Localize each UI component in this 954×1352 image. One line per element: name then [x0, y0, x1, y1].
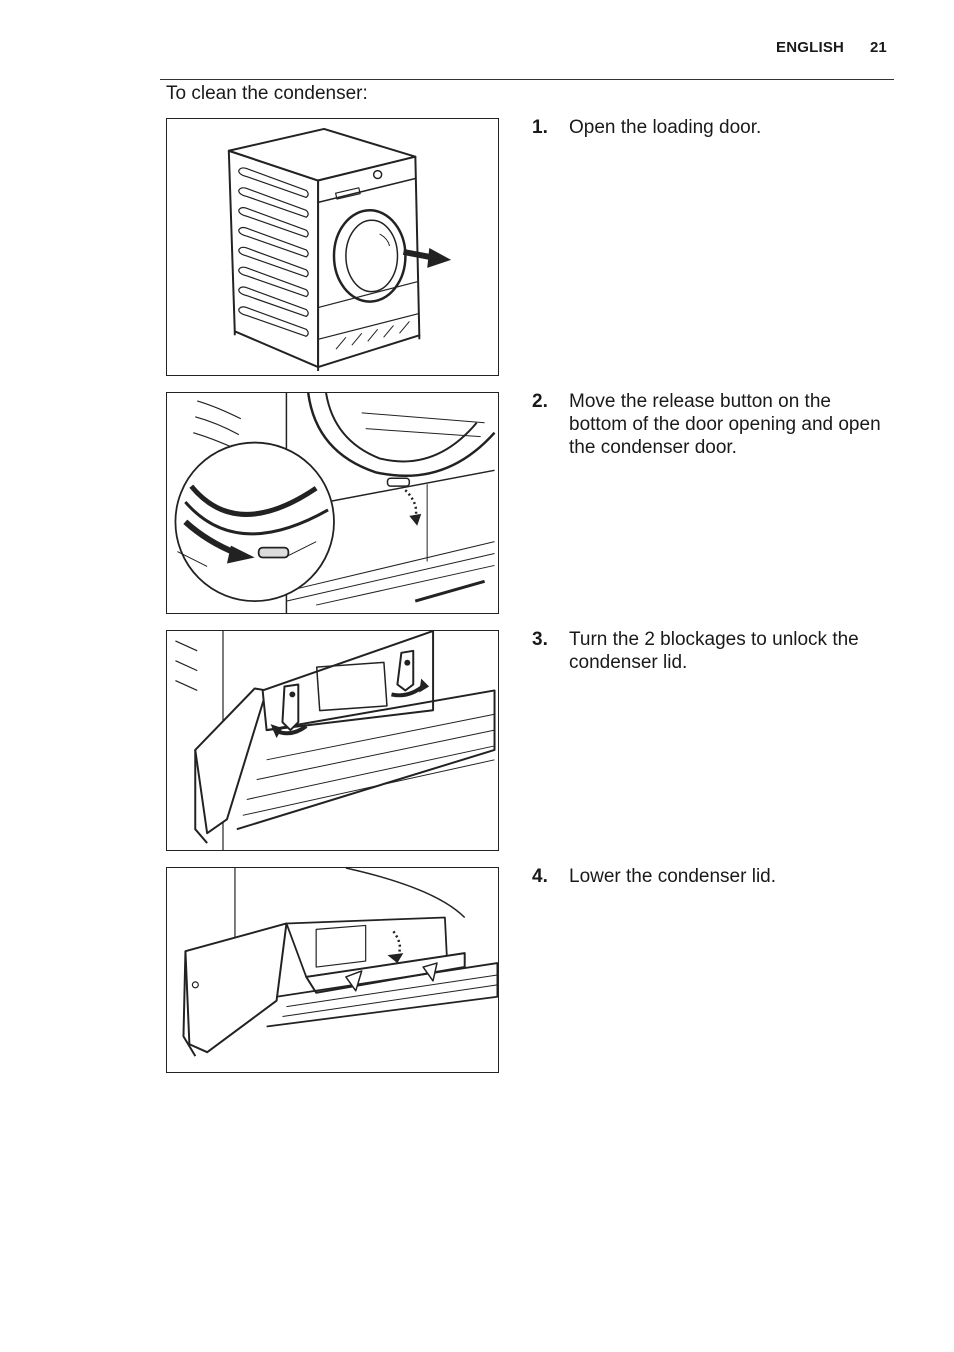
step-1-number: 1.: [532, 117, 548, 138]
header-language: ENGLISH: [776, 39, 845, 56]
figure-turn-blockages: [166, 630, 499, 851]
step-3-text: Turn the 2 blockages to unlock the conde…: [569, 629, 859, 673]
step-4-text: Lower the condenser lid.: [569, 866, 777, 887]
step-1-text: Open the loading door.: [569, 117, 762, 138]
figure-lower-condenser-lid: [166, 867, 499, 1073]
page-number: 21: [870, 39, 887, 56]
step-3-number: 3.: [532, 629, 548, 650]
header-divider: [160, 79, 894, 80]
figure-release-button: [166, 392, 499, 614]
step-2-text: Move the release button on the bottom of…: [569, 391, 881, 458]
step-2-number: 2.: [532, 391, 548, 412]
intro-text: To clean the condenser:: [166, 83, 368, 104]
step-4-number: 4.: [532, 866, 548, 887]
figure-open-loading-door: [166, 118, 499, 376]
